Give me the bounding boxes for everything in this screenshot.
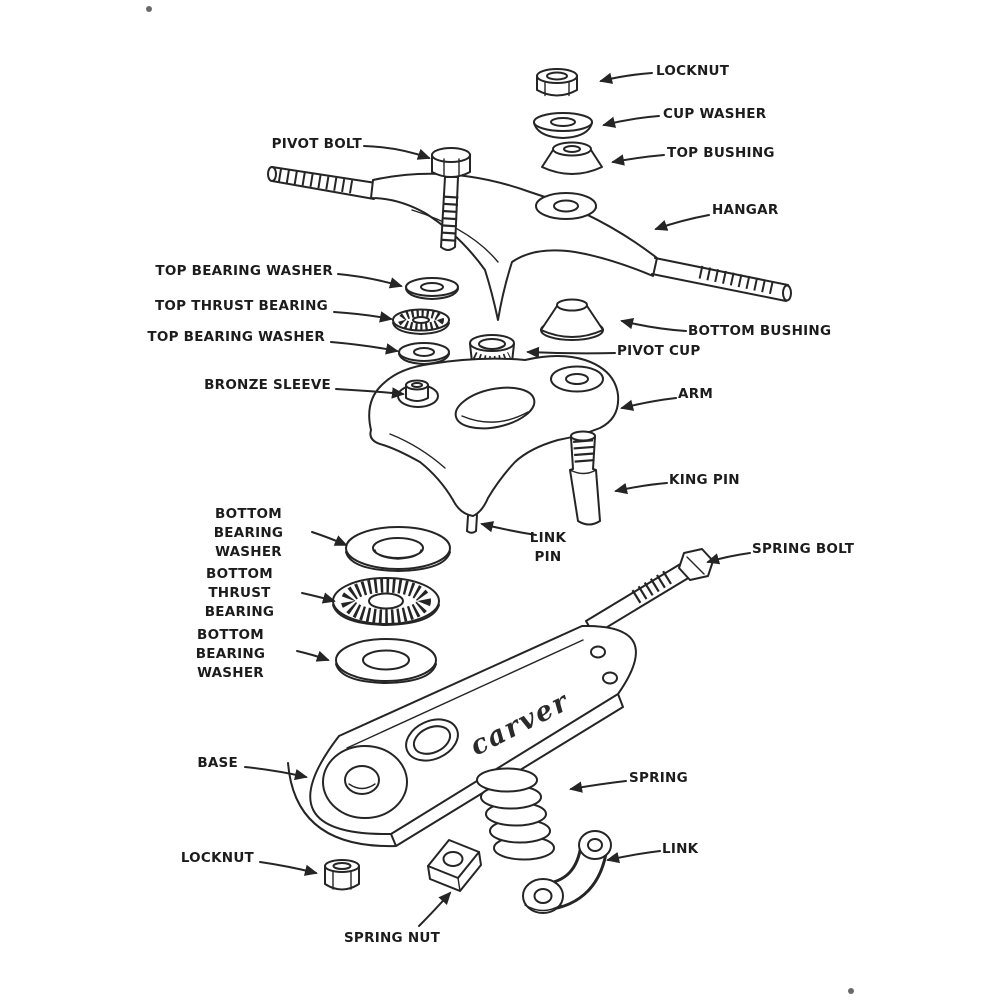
arrow-pivot-bolt bbox=[363, 145, 431, 160]
king-pin-part bbox=[569, 430, 601, 526]
locknut-bottom-part bbox=[324, 859, 360, 891]
top-thrust-bearing-label: TOP THRUST BEARING bbox=[154, 298, 328, 314]
link-pin-part bbox=[466, 514, 478, 534]
arrow-spring-nut bbox=[418, 891, 452, 927]
arrow-bottom-bearing-washer-lower bbox=[296, 650, 330, 662]
arrow-top-bushing bbox=[611, 154, 665, 166]
arrow-arm bbox=[620, 397, 677, 411]
bottom-bushing-part bbox=[540, 298, 604, 341]
arrow-hangar bbox=[654, 214, 710, 231]
arrow-top-thrust-bearing bbox=[333, 311, 393, 323]
pivot-cup-label: PIVOT CUP bbox=[617, 343, 701, 359]
top-bushing-label: TOP BUSHING bbox=[667, 145, 775, 161]
arrow-bottom-thrust-bearing bbox=[301, 592, 336, 604]
pivot-bolt-label: PIVOT BOLT bbox=[271, 136, 362, 152]
top-bearing-washer-upper-part bbox=[405, 277, 459, 300]
arrow-link-pin bbox=[480, 521, 537, 536]
spring-nut-part bbox=[427, 839, 482, 892]
arrow-bottom-bearing-washer-upper bbox=[311, 531, 348, 546]
bottom-bushing-label: BOTTOM BUSHING bbox=[688, 323, 832, 339]
base-label: BASE bbox=[197, 755, 238, 771]
bronze-sleeve-part bbox=[405, 379, 429, 402]
bottom-bearing-washer-upper-part bbox=[345, 526, 451, 572]
top-thrust-bearing-part bbox=[392, 308, 450, 335]
arrow-bronze-sleeve bbox=[335, 387, 405, 399]
spring-nut-label: SPRING NUT bbox=[343, 930, 441, 946]
link-label: LINK bbox=[662, 841, 699, 857]
link-part bbox=[522, 830, 612, 914]
arm-part bbox=[368, 355, 620, 534]
top-bearing-washer-upper-label: TOP BEARING WASHER bbox=[155, 263, 333, 279]
top-bearing-washer-lower-label: TOP BEARING WASHER bbox=[147, 329, 325, 345]
arrow-pivot-cup bbox=[526, 346, 616, 359]
arrow-base bbox=[244, 766, 308, 781]
cup-washer-part bbox=[533, 112, 593, 139]
arrow-spring-bolt bbox=[706, 552, 751, 565]
hangar-part bbox=[267, 166, 792, 321]
cup-washer-label: CUP WASHER bbox=[663, 106, 767, 122]
locknut-top-part bbox=[536, 68, 578, 97]
bottom-thrust-bearing-part bbox=[332, 577, 440, 626]
hangar-label: HANGAR bbox=[712, 202, 779, 218]
top-bushing-part bbox=[541, 141, 603, 175]
spring-bolt-part bbox=[585, 548, 714, 636]
arrow-locknut-top bbox=[599, 72, 653, 84]
arrow-locknut-bottom bbox=[259, 861, 318, 876]
spring-part bbox=[476, 767, 555, 861]
bottom-thrust-bearing-label: BOTTOM THRUST BEARING bbox=[204, 566, 275, 620]
arrow-top-bearing-washer-upper bbox=[337, 273, 403, 289]
base-part: carver bbox=[287, 624, 637, 848]
bottom-bearing-washer-lower-label: BOTTOM BEARING WASHER bbox=[195, 627, 266, 681]
pivot-bolt-part bbox=[431, 147, 471, 251]
arrow-link bbox=[606, 850, 661, 864]
arm-label: ARM bbox=[678, 386, 714, 402]
locknut-bottom-label: LOCKNUT bbox=[180, 850, 254, 866]
leader-arrows bbox=[244, 72, 751, 927]
scan-speck-bottom-right bbox=[848, 988, 854, 994]
locknut-top-label: LOCKNUT bbox=[656, 63, 730, 79]
top-bearing-washer-lower-part bbox=[398, 342, 450, 365]
arrow-top-bearing-washer-lower bbox=[330, 341, 399, 355]
bottom-bearing-washer-upper-label: BOTTOM BEARING WASHER bbox=[213, 506, 284, 560]
king-pin-label: KING PIN bbox=[669, 472, 740, 488]
spring-bolt-label: SPRING BOLT bbox=[752, 541, 855, 557]
arrow-cup-washer bbox=[602, 115, 660, 128]
arrow-spring bbox=[569, 780, 627, 793]
spring-label: SPRING bbox=[629, 770, 688, 786]
link-pin-label: LINK PIN bbox=[529, 530, 567, 565]
bottom-bearing-washer-lower-part bbox=[335, 638, 437, 684]
arrow-bottom-bushing bbox=[620, 318, 687, 332]
scan-speck-top-left bbox=[146, 6, 152, 12]
bronze-sleeve-label: BRONZE SLEEVE bbox=[204, 377, 331, 393]
arrow-king-pin bbox=[614, 482, 668, 495]
